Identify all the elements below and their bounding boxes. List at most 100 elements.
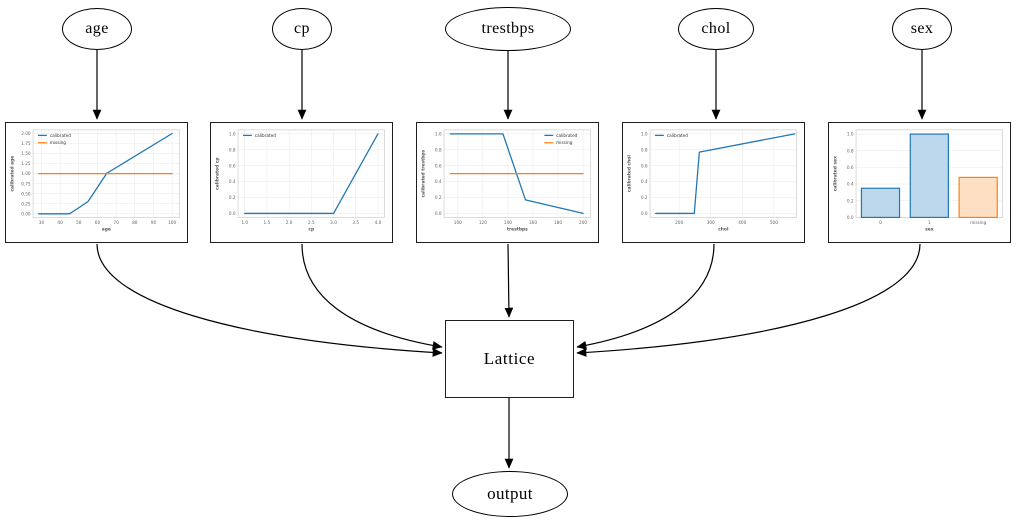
x-tick-label: 2.5 [308, 220, 315, 225]
y-tick-label: 0.0 [847, 215, 854, 220]
y-tick-label: 0.6 [229, 163, 236, 168]
x-tick-label: 1 [928, 220, 931, 225]
y-tick-label: 1.75 [21, 141, 31, 146]
x-axis-label: chol [718, 227, 729, 233]
node-cp-label: cp [294, 20, 310, 37]
x-tick-label: 140 [504, 220, 512, 225]
y-tick-label: 0.0 [435, 211, 442, 216]
y-tick-label: 0.2 [641, 195, 648, 200]
legend-label: calibrated [50, 133, 71, 138]
node-sex-label: sex [910, 20, 934, 37]
y-tick-label: 0.2 [229, 195, 236, 200]
legend-label: calibrated [255, 133, 276, 138]
x-tick-label: 400 [738, 220, 746, 225]
plot-area [650, 129, 797, 218]
edge-age-to-lattice [96, 243, 443, 357]
x-tick-label: 80 [132, 220, 138, 225]
y-tick-label: 0.6 [435, 163, 442, 168]
y-tick-label: 0.25 [21, 201, 31, 206]
x-tick-label: 120 [479, 220, 487, 225]
y-tick-label: 0.4 [229, 179, 236, 184]
x-tick-label: 2.0 [286, 220, 293, 225]
y-tick-label: 0.4 [847, 182, 854, 187]
y-tick-label: 0.8 [229, 147, 236, 152]
y-tick-label: 0.8 [435, 147, 442, 152]
legend-label: missing [50, 140, 67, 145]
y-tick-label: 1.00 [21, 171, 31, 176]
y-tick-label: 1.25 [21, 161, 31, 166]
node-lattice: Lattice [445, 320, 574, 398]
node-age: age [62, 8, 132, 50]
node-chol-label: chol [701, 20, 731, 37]
bar-missing [958, 176, 998, 219]
x-tick-label: 160 [529, 220, 537, 225]
y-tick-label: 0.75 [21, 181, 31, 186]
y-tick-label: 0.50 [21, 191, 31, 196]
x-axis-label: cp [308, 228, 314, 233]
y-axis-label: calibrated age [9, 156, 15, 192]
bar-1 [909, 133, 949, 219]
series-calibrated [38, 132, 173, 215]
y-tick-label: 0.2 [847, 198, 854, 203]
y-tick-label: 0.4 [641, 179, 648, 184]
x-tick-label: 0 [879, 220, 882, 225]
legend-label: calibrated [556, 133, 577, 138]
y-axis-label: calibrated cp [214, 157, 220, 189]
axes-spines [443, 129, 591, 218]
x-tick-label: 70 [113, 220, 119, 225]
axes-spines [649, 129, 797, 218]
x-axis-label: trestbps [507, 227, 528, 233]
y-tick-label: 0.6 [641, 163, 648, 168]
node-cp: cp [272, 8, 332, 50]
series-calibrated [449, 133, 584, 215]
x-tick-label: 100 [454, 220, 462, 225]
y-tick-label: 2.00 [21, 131, 31, 136]
y-tick-label: 0.8 [847, 148, 854, 153]
y-tick-label: 1.0 [847, 132, 854, 137]
node-sex: sex [892, 8, 952, 50]
y-axis-label: calibrated trestbps [420, 149, 426, 197]
y-tick-label: 0.0 [641, 211, 648, 216]
node-output: output [452, 471, 568, 517]
node-trestbps: trestbps [445, 7, 571, 51]
y-tick-label: 0.0 [229, 211, 236, 216]
x-tick-label: 100 [168, 220, 176, 225]
node-chol: chol [678, 8, 754, 50]
x-tick-label: 200 [675, 220, 683, 225]
x-tick-label: 1.0 [241, 220, 248, 225]
x-tick-label: 300 [707, 220, 715, 225]
y-tick-label: 0.6 [847, 165, 854, 170]
y-tick-label: 0.2 [435, 195, 442, 200]
y-tick-label: 1.0 [641, 131, 648, 136]
x-tick-label: 1.5 [264, 220, 271, 225]
node-trestbps-label: trestbps [481, 20, 535, 37]
x-tick-label: missing [970, 220, 987, 225]
y-axis-label: calibrated chol [626, 155, 632, 192]
x-tick-label: 50 [76, 220, 82, 225]
edge-sex-to-lattice [576, 243, 921, 357]
x-tick-label: 90 [151, 220, 157, 225]
x-tick-label: 40 [57, 220, 63, 225]
legend-label: calibrated [667, 133, 688, 138]
x-axis-label: age [102, 228, 111, 233]
edge-cp-to-lattice [301, 243, 443, 350]
edge-trestbps-to-lattice [504, 243, 514, 318]
x-tick-label: 3.0 [330, 220, 337, 225]
y-axis-label: calibrated sex [832, 156, 838, 191]
node-output-label: output [487, 484, 533, 503]
y-tick-label: 1.0 [435, 131, 442, 136]
bar-0 [860, 187, 901, 219]
axes-spines [32, 129, 180, 218]
edge-chol-to-lattice [576, 243, 715, 350]
series-calibrated [655, 133, 796, 215]
